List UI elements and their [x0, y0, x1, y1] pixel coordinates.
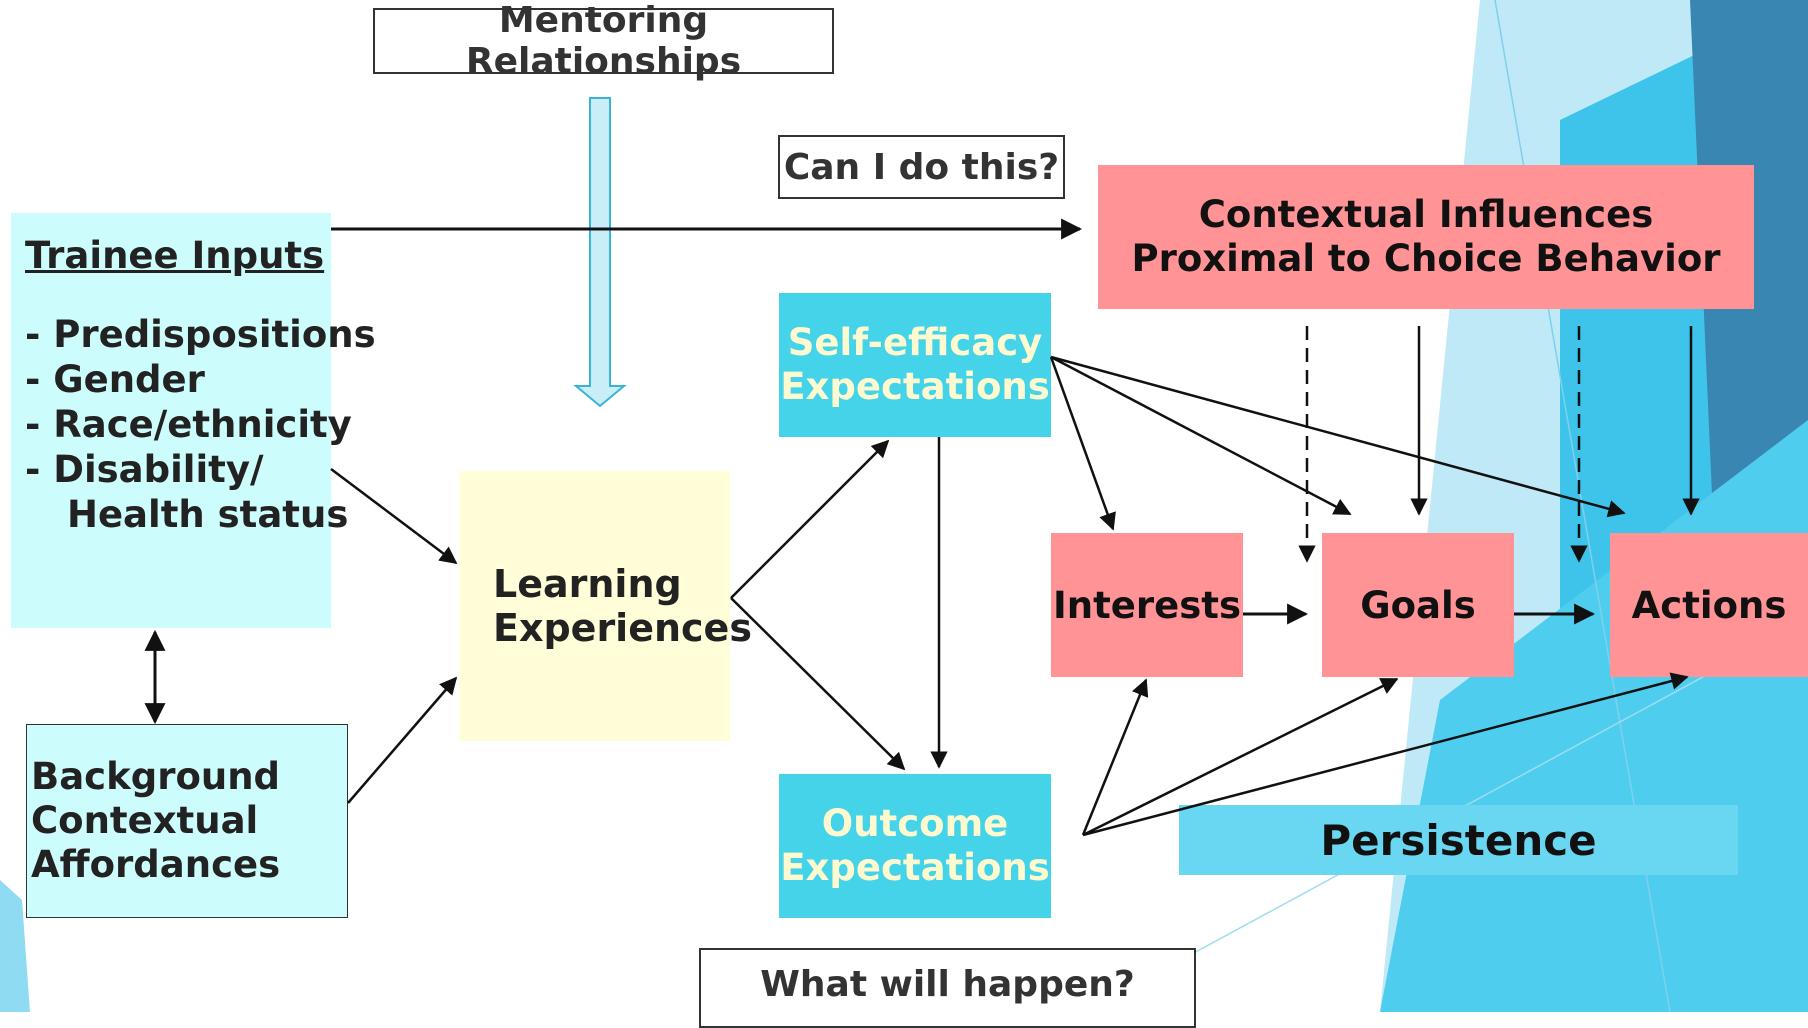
background-line-2: Contextual	[31, 799, 259, 842]
goals-label: Goals	[1360, 583, 1476, 627]
outcome-line-1: Outcome	[821, 802, 1009, 845]
outcome-line-2: Expectations	[780, 846, 1050, 889]
trainee-item-gender: - Gender	[25, 358, 205, 401]
self-efficacy-expectations-box: Self-efficacy Expectations	[779, 293, 1051, 437]
can-i-do-this-label: Can I do this?	[783, 146, 1060, 188]
what-will-happen-label: What will happen?	[760, 964, 1135, 1005]
actions-box: Actions	[1610, 533, 1808, 677]
interests-label: Interests	[1053, 583, 1241, 627]
contextual-line-1: Contextual Influences	[1198, 193, 1654, 236]
trainee-inputs-box: Trainee Inputs - Predispositions - Gende…	[11, 213, 376, 628]
mentoring-relationships-box: Mentoring Relationships	[373, 0, 834, 82]
trainee-item-predispositions: - Predispositions	[25, 313, 376, 356]
interests-box: Interests	[1051, 533, 1243, 677]
trainee-item-disability: - Disability/	[25, 448, 264, 491]
actions-label: Actions	[1631, 583, 1787, 627]
mentoring-relationships-label: Mentoring Relationships	[465, 0, 742, 82]
learning-line-2: Experiences	[493, 606, 752, 650]
self-efficacy-line-2: Expectations	[780, 365, 1050, 408]
decor-left-sliver	[0, 880, 30, 1012]
what-will-happen-box: What will happen?	[699, 948, 1196, 1028]
background-contextual-affordances-box: Background Contextual Affordances	[26, 724, 348, 918]
learning-experiences-box: Learning Experiences	[459, 471, 752, 741]
contextual-influences-box: Contextual Influences Proximal to Choice…	[1098, 165, 1754, 309]
persistence-label: Persistence	[1320, 815, 1597, 865]
trainee-inputs-title: Trainee Inputs	[25, 234, 325, 277]
outcome-expectations-box: Outcome Expectations	[779, 774, 1051, 918]
background-line-3: Affordances	[31, 843, 281, 886]
learning-line-1: Learning	[493, 562, 682, 606]
self-efficacy-line-1: Self-efficacy	[787, 321, 1043, 364]
trainee-item-race: - Race/ethnicity	[25, 403, 352, 446]
persistence-bar: Persistence	[1179, 805, 1738, 875]
background-line-1: Background	[31, 755, 281, 798]
can-i-do-this-box: Can I do this?	[778, 135, 1065, 199]
contextual-line-2: Proximal to Choice Behavior	[1131, 237, 1721, 280]
goals-box: Goals	[1322, 533, 1514, 677]
trainee-item-health-status: Health status	[67, 493, 349, 536]
